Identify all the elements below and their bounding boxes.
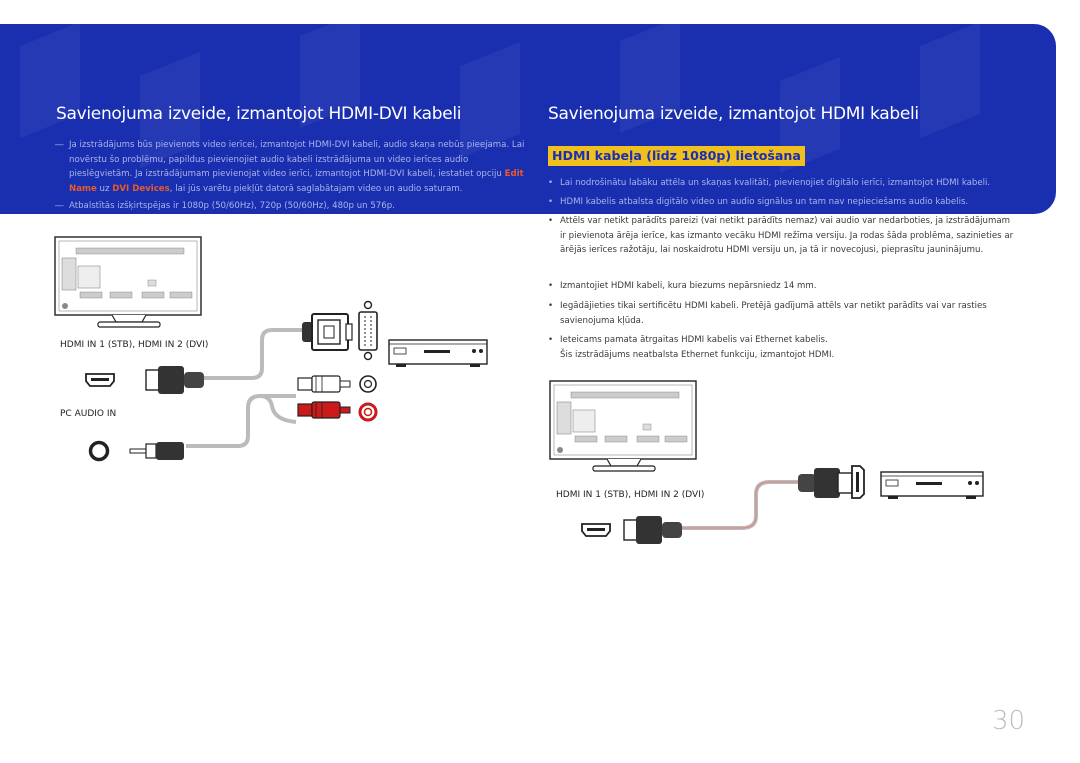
- rca-jacks-icon: [358, 375, 378, 422]
- bullet-text: Attēls var netikt parādīts pareizi (vai …: [560, 216, 1014, 256]
- note-highlight-edit-name: Edit Name: [69, 169, 524, 194]
- bullet-text: Iegādājieties tikai sertificētu HDMI kab…: [560, 301, 987, 326]
- bullet-dot: •: [548, 335, 554, 345]
- note-text: Atbalstītās izšķirtspējas ir 1080p (50/6…: [69, 201, 395, 211]
- note-text: uz: [99, 183, 110, 194]
- audio-cable: [186, 394, 297, 448]
- bullet-dot: •: [548, 301, 554, 311]
- hdmi-port-icon: [581, 523, 611, 537]
- hdmi-port-icon: [85, 373, 115, 387]
- audio-jack-port-icon: [88, 440, 110, 462]
- header-band: [0, 24, 1056, 214]
- hdmi-dvi-cable: [204, 328, 310, 380]
- bullet-item: • Izmantojiet HDMI kabeli, kura biezums …: [548, 279, 1015, 294]
- player-device-icon: [880, 471, 984, 499]
- rca-plugs-icon: [297, 375, 351, 419]
- right-section-title: Savienojuma izveide, izmantojot HDMI kab…: [548, 104, 919, 124]
- bullet-dot: •: [548, 216, 554, 226]
- player-device-icon: [388, 339, 488, 367]
- audio-plug-icon: [129, 442, 184, 460]
- note-text: , lai jūs varētu piekļūt datorā saglabāt…: [169, 183, 463, 194]
- port-label-audio: PC AUDIO IN: [60, 409, 117, 419]
- dvi-port-icon: [358, 300, 378, 361]
- hdmi-port-icon: [851, 465, 865, 499]
- hdmi-plug-icon: [623, 516, 682, 544]
- bullet-item: • HDMI kabelis atbalsta digitālo video u…: [548, 195, 1020, 210]
- bullet-item: • Attēls var netikt parādīts pareizi (va…: [548, 214, 1015, 258]
- bullet-item: • Lai nodrošinātu labāku attēla un skaņa…: [548, 176, 1020, 191]
- bullet-text: Lai nodrošinātu labāku attēla un skaņas …: [560, 178, 991, 188]
- left-note-1: ― Ja izstrādājums būs pievienots video i…: [55, 138, 529, 196]
- bullet-dot: •: [548, 197, 554, 207]
- port-label-hdmi: HDMI IN 1 (STB), HDMI IN 2 (DVI): [556, 490, 705, 500]
- right-subtitle: HDMI kabeļa (līdz 1080p) lietošana: [548, 146, 805, 166]
- note-dash: ―: [55, 140, 64, 150]
- hdmi-plug-icon: [798, 468, 853, 498]
- hdmi-plug-icon: [145, 366, 204, 394]
- bullet-dot: •: [548, 178, 554, 188]
- bullet-item: • Iegādājieties tikai sertificētu HDMI k…: [548, 299, 1015, 328]
- note-text: Ja izstrādājums būs pievienots video ier…: [69, 140, 525, 180]
- bullet-item: • Ieteicams pamata ātrgaitas HDMI kabeli…: [548, 333, 1015, 362]
- monitor-rear-illustration: [549, 380, 697, 472]
- bullet-dot: •: [548, 281, 554, 291]
- hdmi-cable: [682, 480, 806, 530]
- note-dash: ―: [55, 201, 64, 211]
- note-highlight-dvi-devices: DVI Devices: [112, 183, 170, 194]
- left-note-2: ― Atbalstītās izšķirtspējas ir 1080p (50…: [55, 199, 529, 214]
- bullet-text: Izmantojiet HDMI kabeli, kura biezums ne…: [560, 281, 817, 291]
- bullet-text: Šis izstrādājums neatbalsta Ethernet fun…: [560, 349, 835, 360]
- dvi-plug-icon: [302, 313, 353, 351]
- bullet-text: HDMI kabelis atbalsta digitālo video un …: [560, 197, 969, 207]
- left-section-title: Savienojuma izveide, izmantojot HDMI-DVI…: [56, 104, 462, 124]
- port-label-hdmi: HDMI IN 1 (STB), HDMI IN 2 (DVI): [60, 340, 209, 350]
- page-number: 30: [992, 706, 1026, 736]
- band-pattern: [920, 24, 980, 139]
- bullet-text: Ieteicams pamata ātrgaitas HDMI kabelis …: [560, 335, 828, 345]
- monitor-rear-illustration: [54, 236, 202, 328]
